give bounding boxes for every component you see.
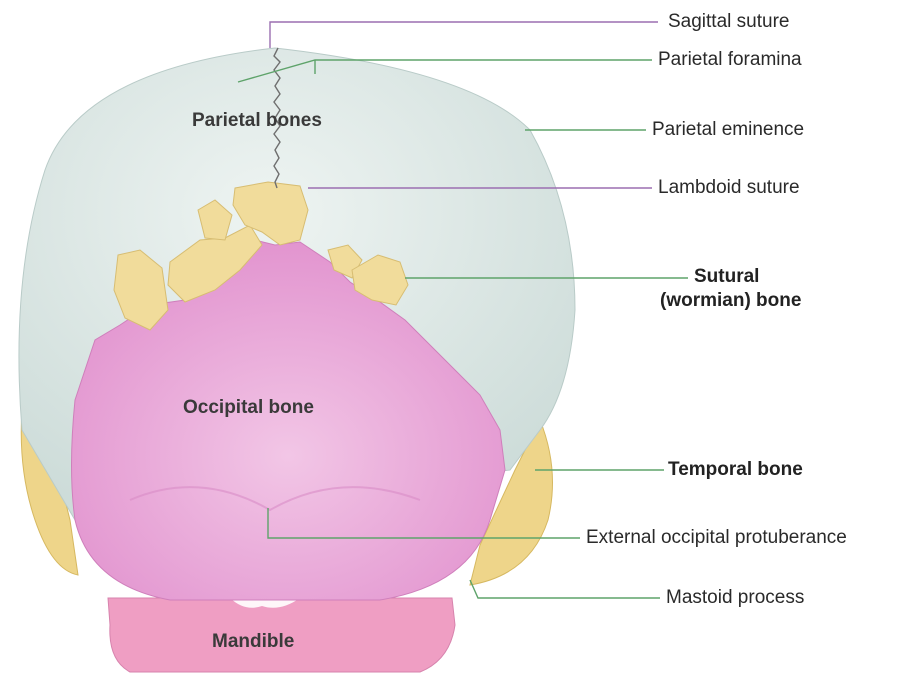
external-occipital-protuberance-label: External occipital protuberance bbox=[586, 527, 847, 549]
leader-mastoid-process bbox=[470, 580, 660, 598]
parietal-foramina-label: Parietal foramina bbox=[658, 49, 802, 71]
lambdoid-suture-label: Lambdoid suture bbox=[658, 177, 800, 199]
occipital-bone-label: Occipital bone bbox=[183, 397, 314, 419]
mastoid-process-label: Mastoid process bbox=[666, 587, 804, 609]
parietal-bones-label: Parietal bones bbox=[192, 110, 322, 132]
sutural-bone-label-line2: (wormian) bone bbox=[660, 290, 801, 312]
temporal-bone-label: Temporal bone bbox=[668, 459, 803, 481]
parietal-eminence-label: Parietal eminence bbox=[652, 119, 804, 141]
sagittal-suture-label: Sagittal suture bbox=[668, 11, 789, 33]
leader-sagittal-suture bbox=[270, 22, 658, 48]
sutural-bone-label-line1: Sutural bbox=[694, 266, 759, 288]
mandible-label: Mandible bbox=[212, 631, 294, 653]
